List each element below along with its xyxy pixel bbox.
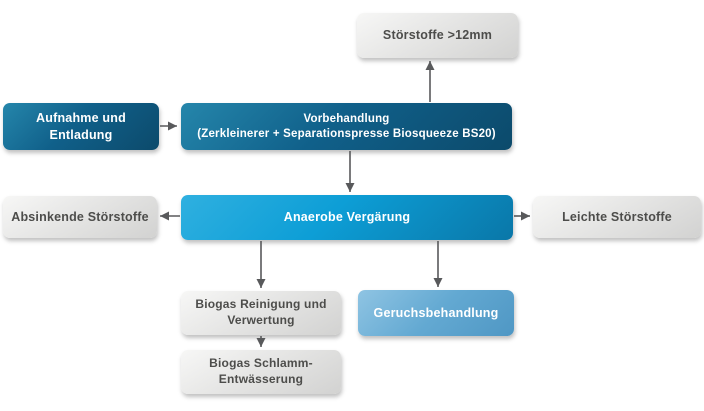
node-stoerstoffe-12mm: Störstoffe >12mm [357,13,518,58]
node-aufnahme-entladung: Aufnahme und Entladung [3,103,159,150]
node-label: Anaerobe Vergärung [283,210,411,225]
node-label: Biogas Schlamm- Entwässerung [209,356,313,386]
node-label: Geruchsbehandlung [373,305,499,320]
node-biogas-schlamm: Biogas Schlamm- Entwässerung [181,350,341,394]
node-geruchsbehandlung: Geruchsbehandlung [358,290,514,336]
node-label: Leichte Störstoffe [562,209,672,224]
node-biogas-reinigung: Biogas Reinigung und Verwertung [181,291,341,335]
node-label: Störstoffe >12mm [382,28,493,43]
node-absinkende-stoerstoffe: Absinkende Störstoffe [3,196,157,238]
node-label: Aufnahme und Entladung [36,111,126,142]
node-label: Biogas Reinigung und Verwertung [195,297,327,327]
node-vorbehandlung: Vorbehandlung (Zerkleinerer + Separation… [181,103,512,150]
node-leichte-stoerstoffe: Leichte Störstoffe [533,196,701,238]
node-label: Vorbehandlung (Zerkleinerer + Separation… [197,112,496,140]
node-anaerobe-vergaerung: Anaerobe Vergärung [181,195,513,240]
node-label: Absinkende Störstoffe [11,209,149,224]
